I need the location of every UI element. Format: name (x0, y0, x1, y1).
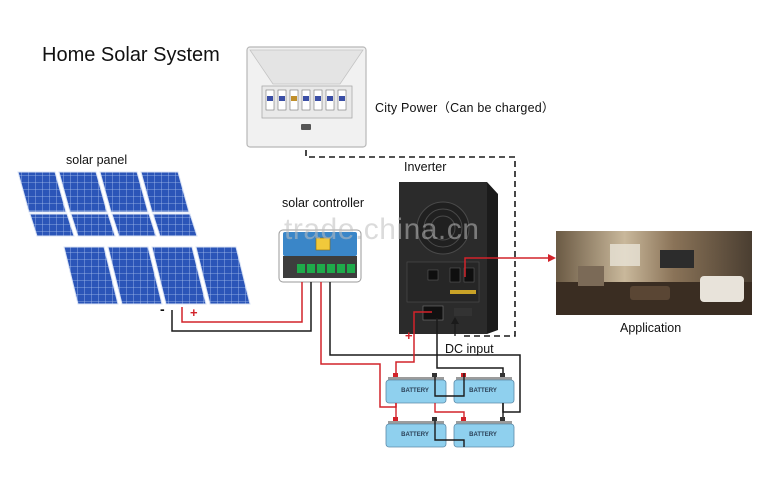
controller-battery-positive-wire (320, 282, 397, 408)
application-room-photo (556, 231, 752, 315)
battery-link-bottom (434, 421, 465, 447)
battery-link-middle (434, 403, 465, 421)
solar-controller-label: solar controller (282, 196, 364, 210)
inverter-battery-negative-wire (436, 318, 504, 373)
watermark: trade.china.cn (284, 213, 480, 246)
solar-panel-label: solar panel (66, 153, 128, 167)
solar-controller (278, 229, 362, 283)
battery-label: BATTERY (401, 388, 429, 394)
panel-positive-wire (181, 282, 303, 323)
inverter-battery-positive-wire (395, 311, 432, 373)
ac-output-wire (464, 257, 548, 277)
dc-input-arrowhead (451, 317, 459, 324)
battery-bank (385, 373, 515, 448)
inverter-positive-label: + (405, 328, 413, 343)
application-label: Application (620, 321, 682, 335)
city-power-label: City Power（Can be charged） (375, 101, 555, 115)
city-power-dashed-line (305, 150, 516, 337)
dc-input-label: DC input (445, 342, 494, 356)
panel-positive-label: + (190, 305, 198, 320)
battery-label: BATTERY (469, 432, 497, 438)
negative-terminal-label: - (160, 301, 165, 317)
battery-link-top (434, 373, 465, 397)
battery-label: BATTERY (401, 432, 429, 438)
breaker-box (246, 46, 367, 148)
panel-negative-wire (171, 282, 312, 332)
solar-panel-array (17, 171, 251, 305)
ac-output-arrowhead (548, 254, 556, 262)
diagram-title: Home Solar System (42, 44, 220, 66)
inverter-label: Inverter (404, 160, 447, 174)
battery-label: BATTERY (469, 388, 497, 394)
